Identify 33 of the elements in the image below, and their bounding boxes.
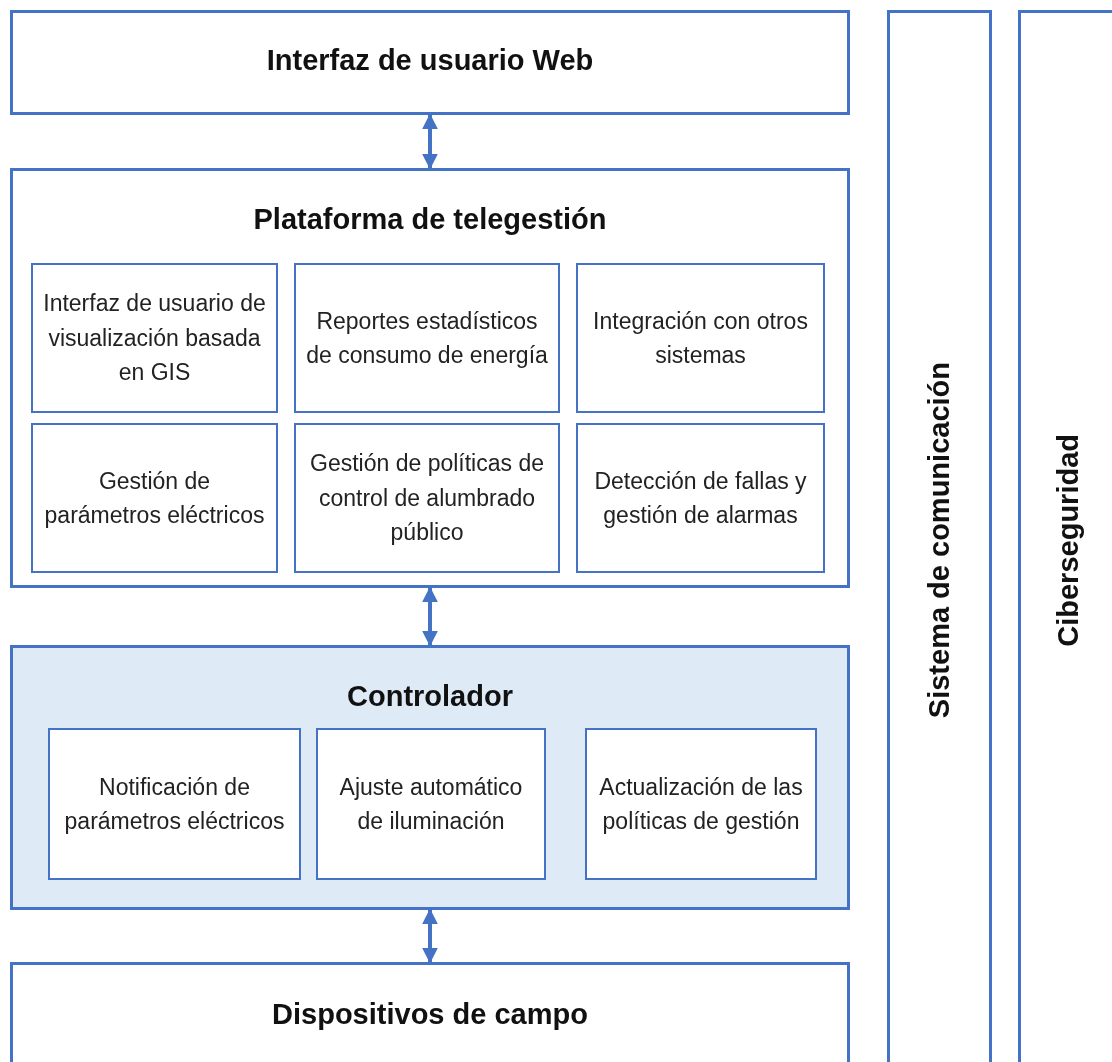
layer-panel: [10, 645, 850, 910]
feature-box: [316, 728, 546, 880]
box-label: Reportes estadísticos de consumo de energía: [305, 306, 549, 370]
layer-title: Dispositivos de campo: [271, 998, 589, 1031]
feature-box: [576, 263, 825, 413]
box-label: Detección de fallas y gestión de alarmas: [593, 466, 808, 530]
vertical-band: [887, 10, 992, 1062]
feature-box: [48, 728, 301, 880]
box-label: Gestión de políticas de control de alumbrado público: [309, 449, 545, 548]
feature-box: [294, 423, 560, 573]
double-arrow: [422, 586, 438, 647]
feature-box: [585, 728, 817, 880]
double-arrow: [422, 113, 438, 170]
double-arrow: [422, 908, 438, 964]
feature-box: [294, 263, 560, 413]
band-title: Ciberseguridad: [1051, 433, 1085, 647]
box-label: Actualización de las políticas de gestión: [598, 772, 804, 836]
layer-title: Controlador: [346, 680, 514, 713]
layer-title: Interfaz de usuario Web: [265, 43, 595, 77]
box-label: Ajuste automático de iluminación: [338, 772, 524, 836]
feature-box: [31, 263, 278, 413]
box-label: Notificación de parámetros eléctricos: [63, 772, 286, 836]
layer-title: Plataforma de telegestión: [252, 203, 608, 236]
box-label: Gestión de parámetros eléctricos: [43, 466, 266, 530]
vertical-band: [1018, 10, 1112, 1062]
box-label: Integración con otros sistemas: [592, 306, 809, 370]
band-title: Sistema de comunicación: [923, 361, 956, 719]
layer-panel: [10, 962, 850, 1062]
feature-box: [31, 423, 278, 573]
layer-panel: [10, 10, 850, 115]
layer-panel: [10, 168, 850, 588]
box-label: Interfaz de usuario de visualización basada en GIS: [42, 289, 267, 388]
feature-box: [576, 423, 825, 573]
